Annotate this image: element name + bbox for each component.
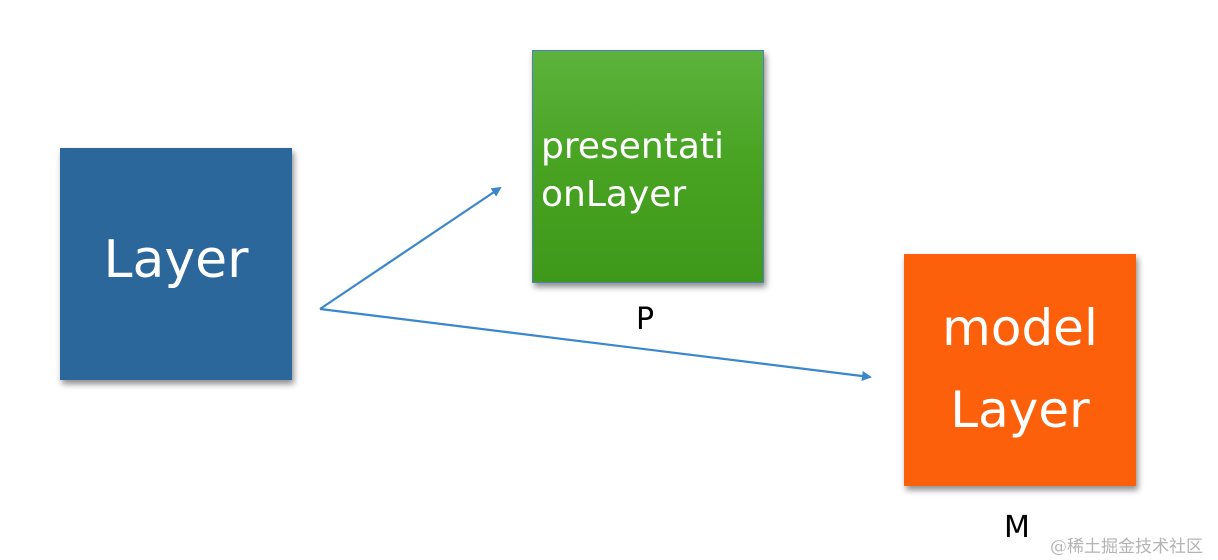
- arrow-to-presentation: [319, 186, 502, 310]
- model-label-line2: Layer: [950, 381, 1090, 439]
- arrow-to-model: [319, 307, 872, 381]
- presentation-label-line2: onLayer: [541, 174, 687, 215]
- layer-node-label: Layer: [103, 230, 249, 290]
- presentation-label-line1: presentati: [541, 126, 725, 167]
- presentation-caption: P: [636, 302, 655, 337]
- model-label-line1: model: [942, 299, 1098, 357]
- model-caption: M: [1004, 510, 1030, 545]
- model-layer-node: model Layer: [904, 254, 1136, 486]
- layer-node: Layer: [60, 148, 292, 380]
- presentation-layer-label: presentati onLayer: [541, 123, 763, 219]
- presentation-layer-node: presentati onLayer: [532, 50, 764, 283]
- watermark: @稀土掘金技术社区: [1050, 537, 1203, 557]
